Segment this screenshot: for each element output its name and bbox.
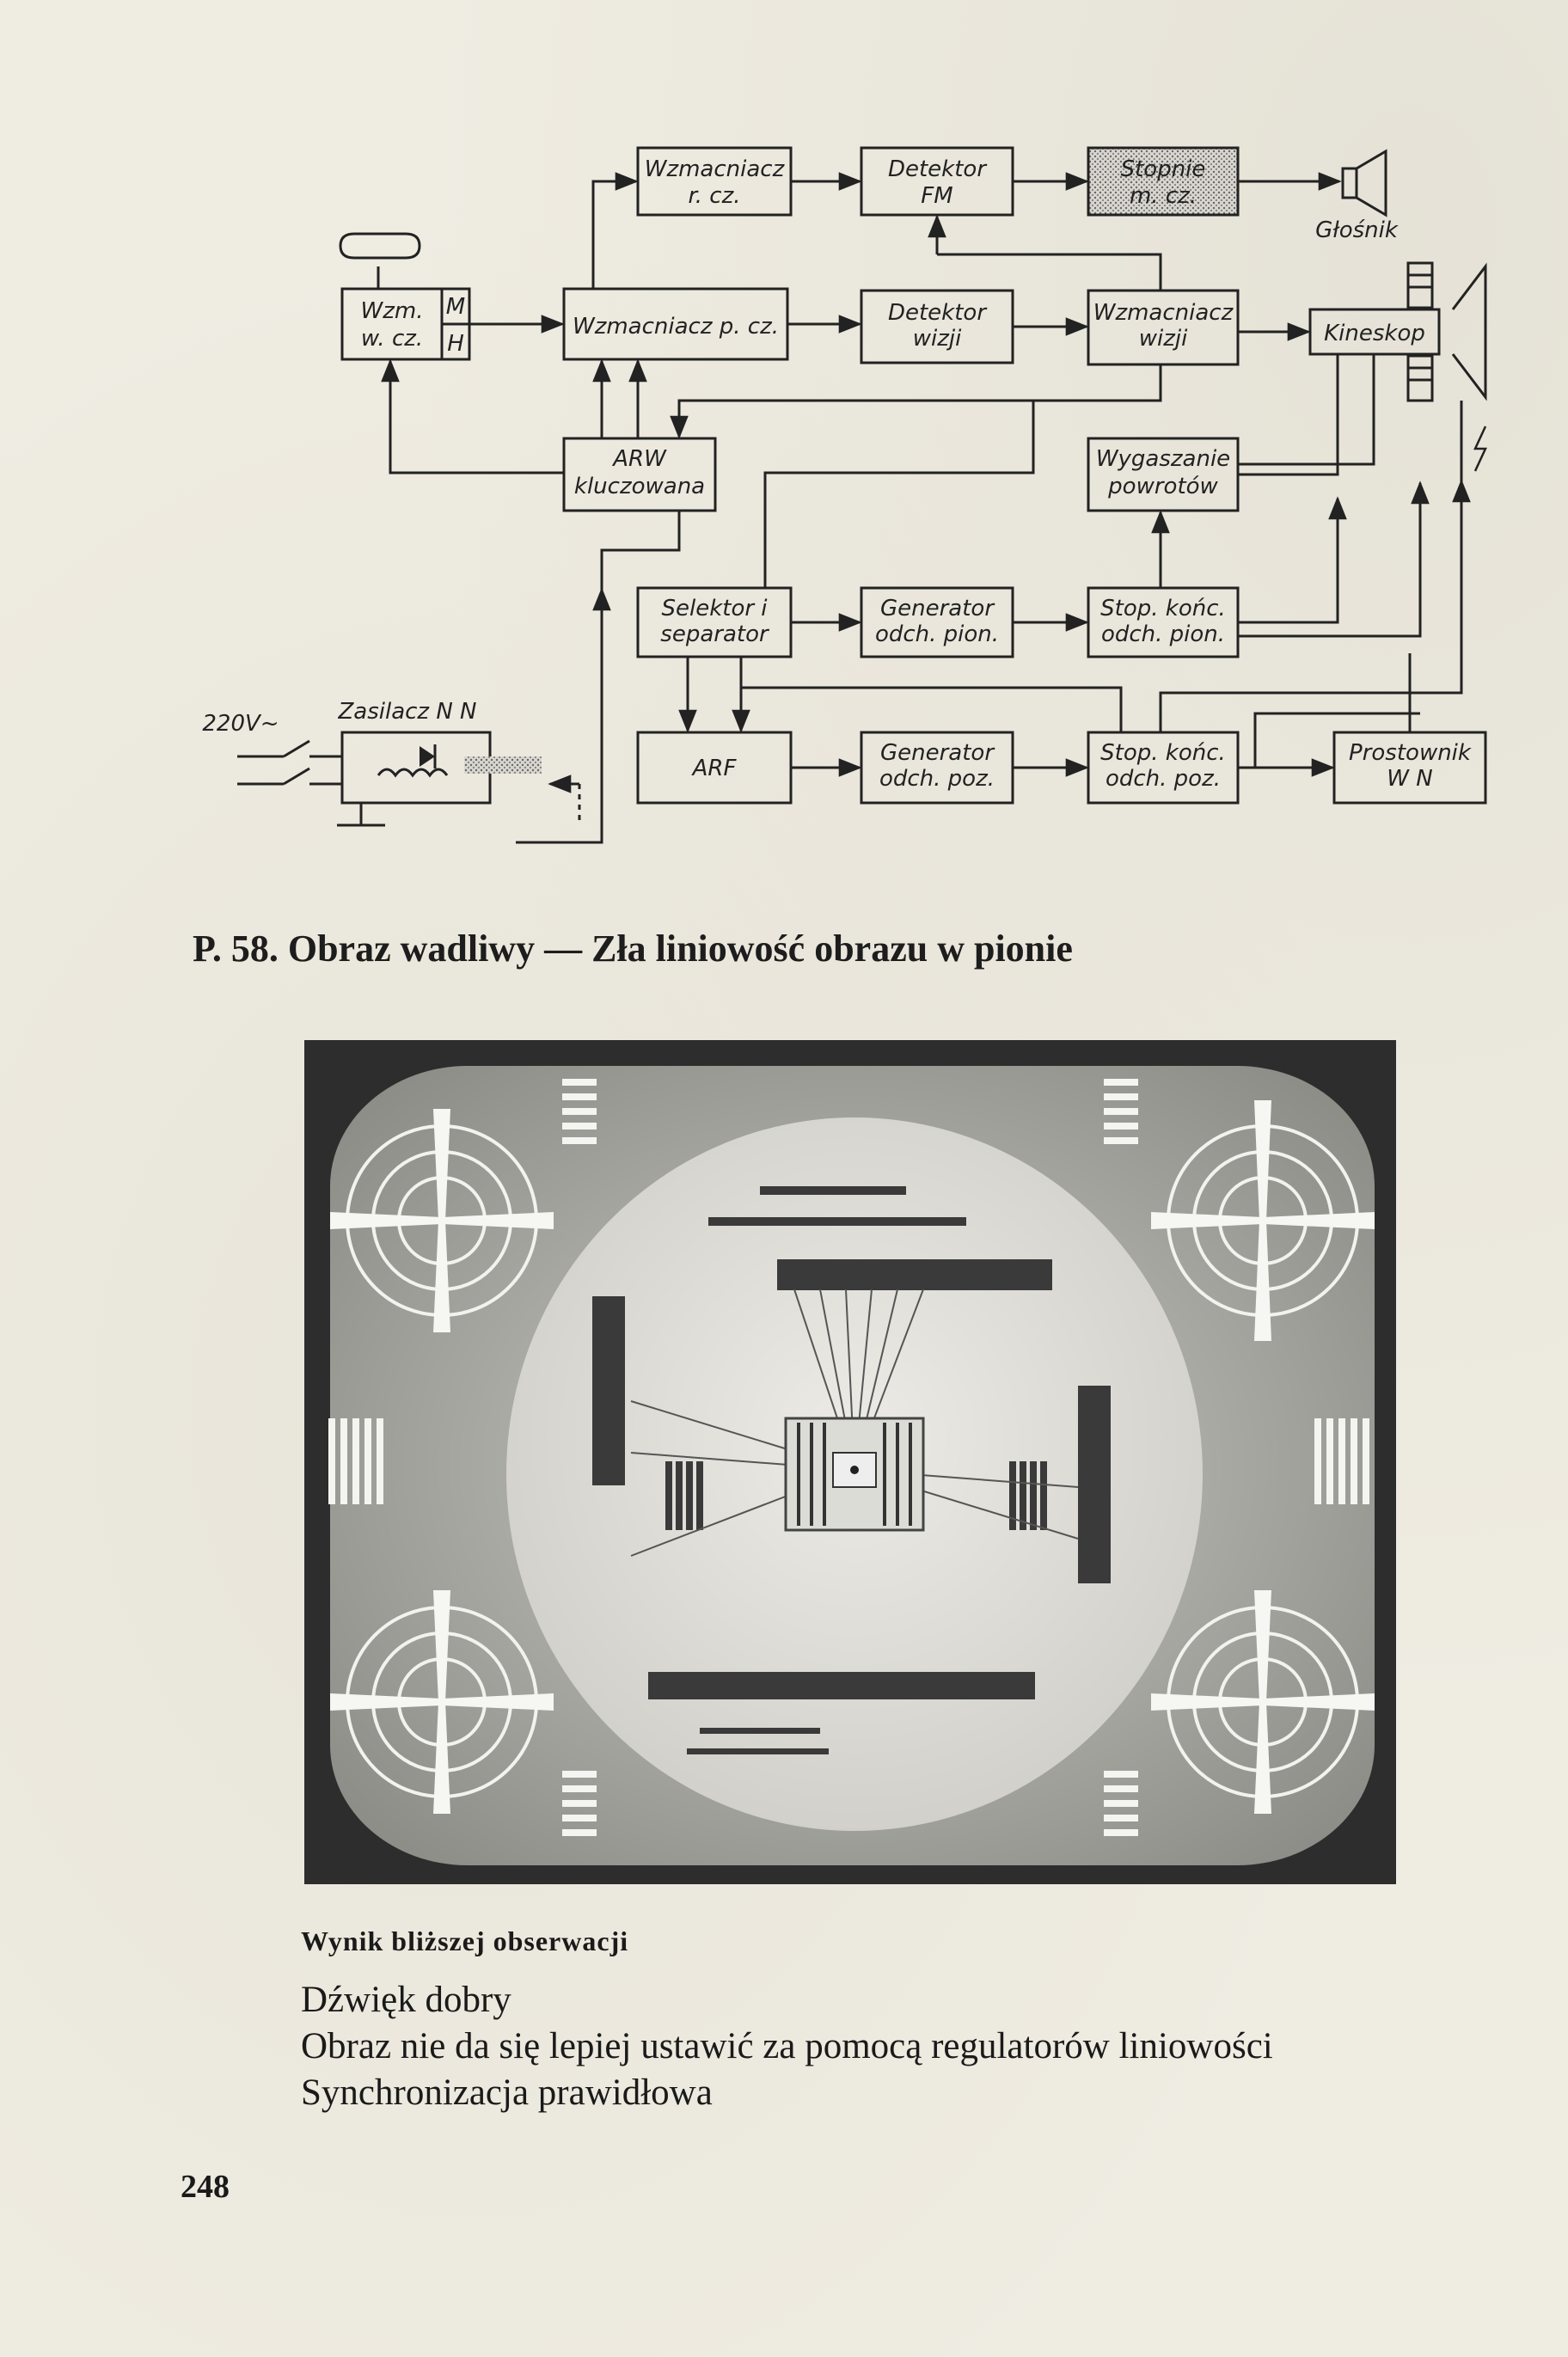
loudspeaker-icon <box>1341 149 1387 217</box>
block-stopnie-m-cz <box>1087 146 1240 217</box>
label-kluczowana: kluczowana <box>574 474 705 499</box>
label-fm: FM <box>921 183 952 209</box>
label-detektor-w: Detektor <box>888 300 988 326</box>
label-separator: separator <box>660 621 770 647</box>
label-stop-konc-pion: Stop. końc. <box>1100 596 1226 621</box>
label-h: H <box>447 331 464 357</box>
label-kineskop: Kineskop <box>1324 321 1425 346</box>
label-odch-pion: odch. pion. <box>875 621 999 647</box>
label-wzm: Wzm. <box>361 298 424 324</box>
label-wn: W N <box>1387 766 1432 792</box>
label-m: M <box>446 294 465 320</box>
label-generator-poz: Generator <box>880 740 995 766</box>
lightning-icon <box>1473 425 1487 472</box>
label-arw: ARW <box>611 446 667 472</box>
page-number: 248 <box>181 2169 230 2205</box>
tv-block-diagram: Wzmacniacz r. cz. Detektor FM Stopnie m.… <box>202 146 1487 844</box>
observation-list: Dźwięk dobry Obraz nie da się lepiej ust… <box>301 1977 1273 2116</box>
observation-item: Synchronizacja prawidłowa <box>301 2072 713 2113</box>
label-arf: ARF <box>691 756 738 781</box>
test-pattern-photo <box>304 1040 1396 1884</box>
label-wizji-2: wizji <box>1139 326 1188 352</box>
label-odch-poz: odch. poz. <box>879 766 995 792</box>
label-zasilacz: Zasilacz N N <box>337 699 476 725</box>
label-powrotow: powrotów <box>1107 474 1218 499</box>
label-r-cz: r. cz. <box>688 183 740 209</box>
label-odch-poz-2: odch. poz. <box>1106 766 1221 792</box>
block-arw-kluczowana <box>562 437 717 512</box>
observation-item: Dźwięk dobry <box>301 1980 511 2020</box>
label-stopnie: Stopnie <box>1121 156 1206 182</box>
label-odch-pion-2: odch. pion. <box>1101 621 1225 647</box>
label-wizji: wizji <box>913 326 962 352</box>
label-w-cz: w. cz. <box>361 326 423 352</box>
label-wygaszanie: Wygaszanie <box>1096 446 1230 472</box>
figure-caption: P. 58. Obraz wadliwy — Zła liniowość obr… <box>193 927 1073 970</box>
label-wzmacniacz-w: Wzmacniacz <box>1093 300 1234 326</box>
label-m-cz: m. cz. <box>1130 183 1197 209</box>
label-detektor: Detektor <box>888 156 988 182</box>
label-selektor: Selektor i <box>661 596 768 621</box>
antenna-icon <box>339 232 421 289</box>
label-glosnik: Głośnik <box>1315 217 1399 243</box>
label-wzmacniacz: Wzmacniacz <box>645 156 786 182</box>
observation-heading: Wynik bliższej obserwacji <box>301 1925 629 1956</box>
observation-item: Obraz nie da się lepiej ustawić za pomoc… <box>301 2026 1273 2066</box>
label-220v: 220V~ <box>202 711 279 737</box>
label-prostownik: Prostownik <box>1349 740 1472 766</box>
label-wzmacniacz-p-cz: Wzmacniacz p. cz. <box>573 314 779 340</box>
picture-tube-icon <box>1406 261 1487 402</box>
label-stop-konc-poz: Stop. końc. <box>1100 740 1226 766</box>
label-generator-pion: Generator <box>880 596 995 621</box>
